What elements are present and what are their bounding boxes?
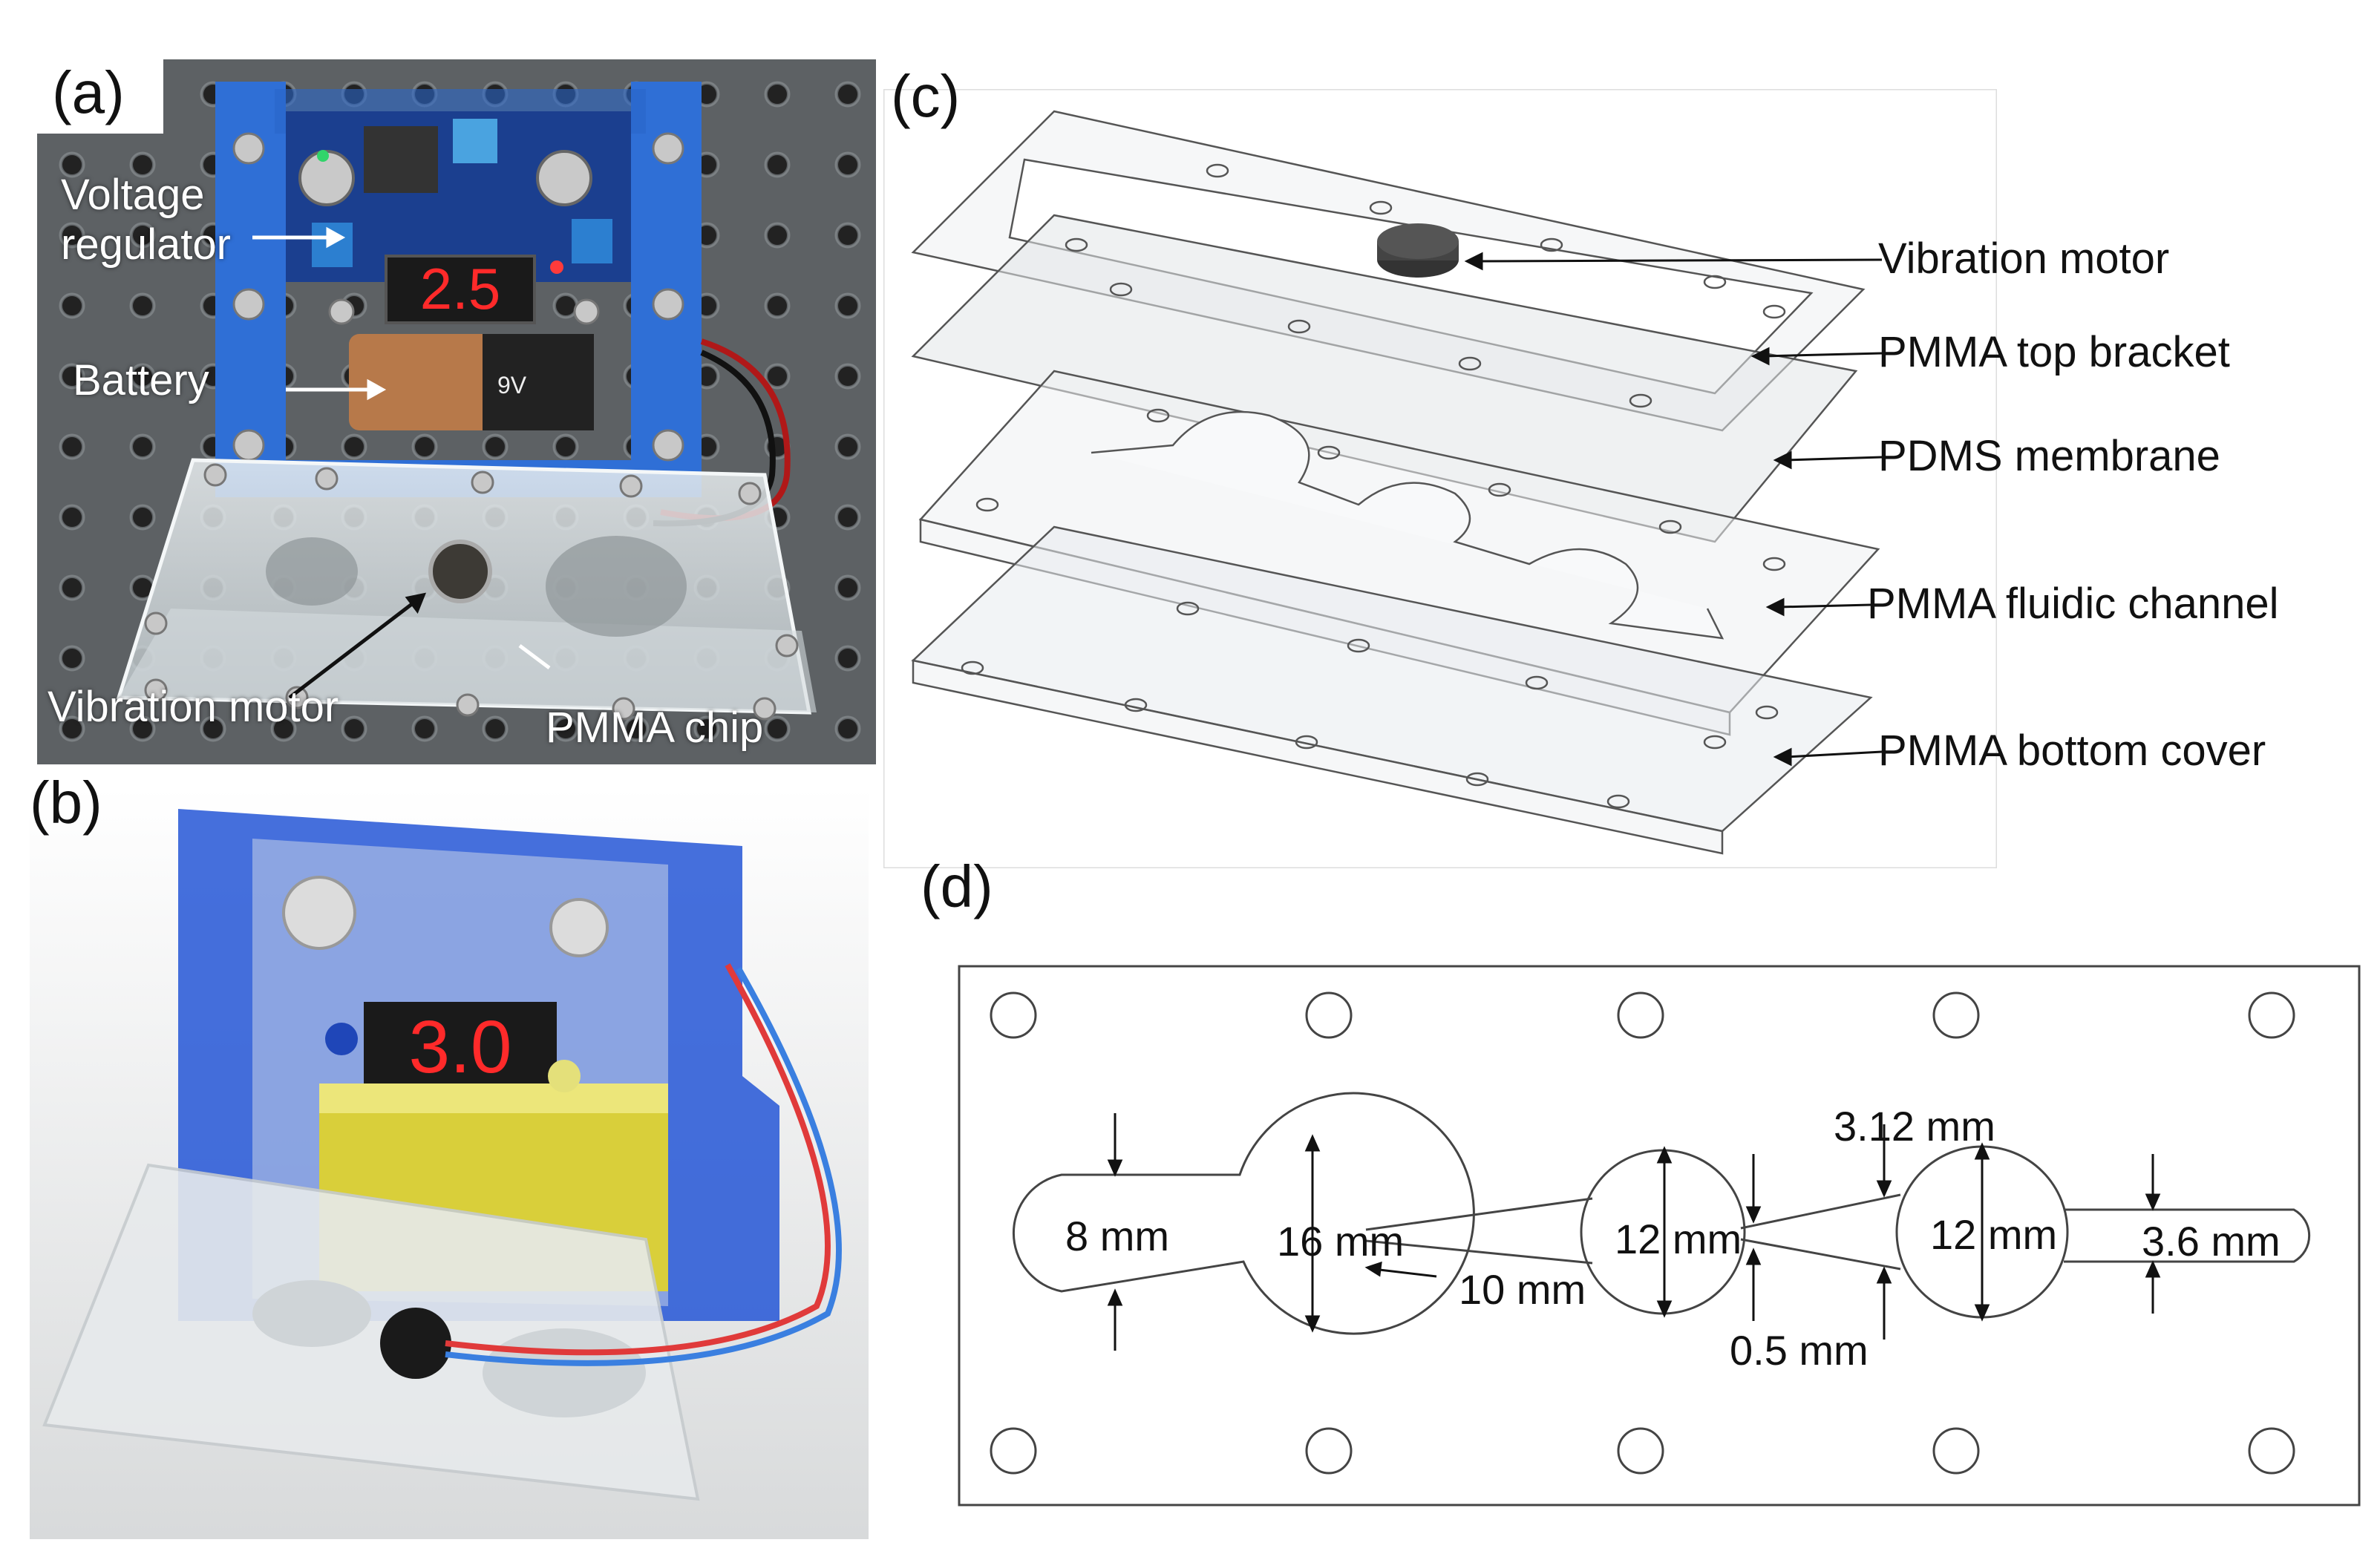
prototype-render: 3.0 <box>30 787 869 1539</box>
render-vibration-motor <box>380 1308 451 1379</box>
dim-chamber2-diameter: 12 mm <box>1615 1216 1742 1262</box>
channel-geometry <box>1012 1092 1475 1335</box>
chip-chamber-left <box>266 537 358 606</box>
dim-inlet-width: 8 mm <box>1065 1213 1169 1259</box>
label-layer-membrane: PDMS membrane <box>1878 432 2220 480</box>
dim-channel-length: 10 mm <box>1459 1266 1586 1313</box>
channel-dimension-drawing <box>958 965 2361 1507</box>
svg-text:9V: 9V <box>497 372 527 399</box>
panel-d-dimensions: 8 mm 16 mm 10 mm 12 mm 3.12 mm 0.5 mm 12… <box>958 965 2361 1507</box>
label-pmma-chip: PMMA chip <box>546 704 764 752</box>
chip-vibration-motor <box>428 540 492 603</box>
panel-a-label-box <box>30 30 163 134</box>
panel-c-label: (c) <box>891 63 961 129</box>
bracket-screws <box>232 132 684 462</box>
dim-neck-width: 0.5 mm <box>1730 1327 1869 1374</box>
render-display-reading: 3.0 <box>408 1006 511 1089</box>
panel-a-photo: 2.5 9V <box>37 59 876 764</box>
dimension-arrows <box>1107 1113 2161 1351</box>
panel-d-label: (d) <box>921 853 993 919</box>
render-display <box>364 1002 557 1091</box>
label-layer-top-bracket: PMMA top bracket <box>1878 328 2230 376</box>
label-vibration-motor-a: Vibration motor <box>48 683 339 731</box>
capacitors <box>298 119 612 267</box>
dim-chamber1-diameter: 16 mm <box>1277 1218 1405 1265</box>
prototype-photo: 2.5 9V <box>37 59 876 764</box>
chip-chamber-right <box>546 536 687 637</box>
exploded-view-drawing <box>882 88 1998 870</box>
display-reading: 2.5 <box>420 256 500 321</box>
panel-b-render: 3.0 <box>30 787 869 1539</box>
channel-outline <box>1091 410 1724 640</box>
dim-taper-width: 3.12 mm <box>1834 1103 1995 1150</box>
render-chip <box>42 1163 700 1501</box>
voltmeter-display <box>385 255 536 324</box>
label-layer-fluidic-channel: PMMA fluidic channel <box>1867 580 2279 628</box>
dim-outlet-width: 3.6 mm <box>2142 1218 2281 1265</box>
label-battery: Battery <box>73 356 209 404</box>
label-layer-vibration-motor: Vibration motor <box>1878 235 2170 283</box>
panel-a-label: (a) <box>52 59 125 125</box>
label-layer-bottom-cover: PMMA bottom cover <box>1878 727 2266 775</box>
render-wires <box>445 963 831 1356</box>
photo-arrows <box>252 226 551 669</box>
panel-c-exploded <box>882 88 1998 870</box>
label-voltage-regulator: Voltage regulator <box>61 171 231 269</box>
panel-b-label: (b) <box>30 770 102 836</box>
chip-outline <box>958 965 2361 1507</box>
screw-holes <box>990 991 2295 1475</box>
dim-chamber3-diameter: 12 mm <box>1930 1211 2058 1258</box>
